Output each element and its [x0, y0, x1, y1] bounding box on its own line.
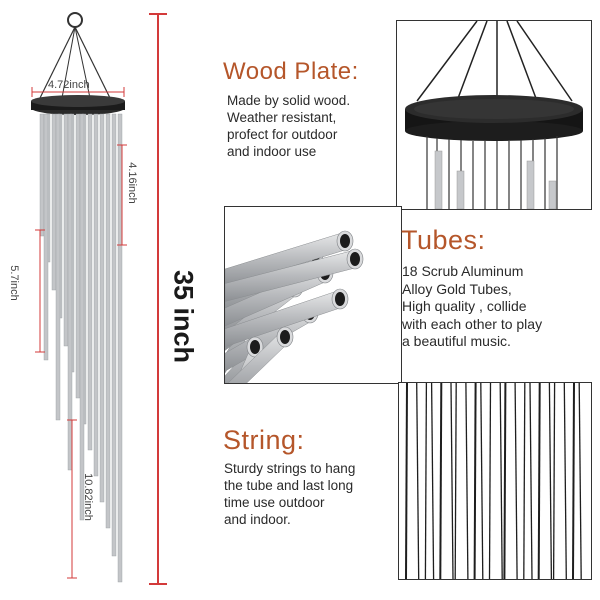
wood-plate-line: Made by solid wood.: [227, 93, 351, 108]
tubes-line: a beautiful music.: [402, 333, 511, 349]
string-line: Sturdy strings to hang: [224, 461, 356, 476]
tubes-line: with each other to play: [402, 315, 543, 332]
width-label: 4.72inch: [48, 79, 90, 91]
width-dimension-line: [31, 13, 167, 585]
string-description: Sturdy strings to hang the tube and last…: [224, 460, 355, 528]
product-figure: 4.72inch 4.16inch 5.7inch 10.82inch: [0, 0, 210, 600]
string-line: and indoor.: [224, 512, 291, 527]
tubes-line: 18 Scrub Aluminum: [402, 263, 524, 279]
long-tube-label: 10.82inch: [82, 473, 94, 521]
wood-plate-closeup-icon: [405, 21, 583, 209]
wood-plate-line: and indoor use: [227, 144, 317, 159]
wood-plate-title: Wood Plate:: [223, 58, 359, 85]
tubes-title: Tubes:: [401, 225, 486, 255]
string-line: time use outdoor: [224, 495, 325, 510]
tubes-line: Alloy Gold Tubes,: [402, 280, 512, 297]
wind-chime-icon: [31, 12, 125, 583]
wood-plate-description: Made by solid wood. Weather resistant, p…: [227, 92, 350, 160]
tubes-photo: [224, 206, 402, 384]
total-length-label: 35 inch: [168, 269, 199, 364]
wood-plate-photo: [396, 20, 592, 210]
string-title: String:: [223, 425, 305, 455]
strings-photo: [398, 382, 592, 580]
wood-plate-line: profect for outdoor: [227, 127, 338, 142]
string-line: the tube and last long: [224, 478, 354, 493]
mid-tube-label: 5.7inch: [8, 265, 20, 301]
tubes-closeup-icon: [225, 230, 364, 383]
tubes-line: High quality , collide: [402, 298, 527, 314]
strings-closeup-icon: [405, 383, 582, 579]
short-tube-label: 4.16inch: [126, 162, 138, 204]
wood-plate-line: Weather resistant,: [227, 110, 337, 125]
tubes-description: 18 Scrub Aluminum Alloy Gold Tubes, High…: [402, 263, 542, 351]
